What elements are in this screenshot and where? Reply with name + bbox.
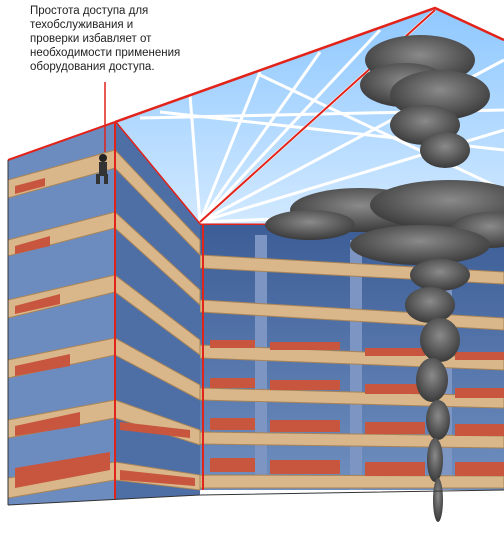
smoke-plume xyxy=(265,35,504,522)
callout-line-4: необходимости применения xyxy=(30,47,181,59)
callout-line-3: проверки избавляет от xyxy=(30,33,152,45)
callout-line-5: оборудования доступа. xyxy=(30,61,155,73)
callout-text: Простота доступа для техобслуживания и п… xyxy=(30,4,220,74)
maintenance-worker xyxy=(96,154,108,184)
building-outline xyxy=(7,160,504,506)
atrium-floor xyxy=(8,490,504,560)
callout-line-2: техобслуживания и xyxy=(30,19,134,31)
left-floor-block xyxy=(7,82,201,505)
callout-line-1: Простота доступа для xyxy=(30,5,149,17)
